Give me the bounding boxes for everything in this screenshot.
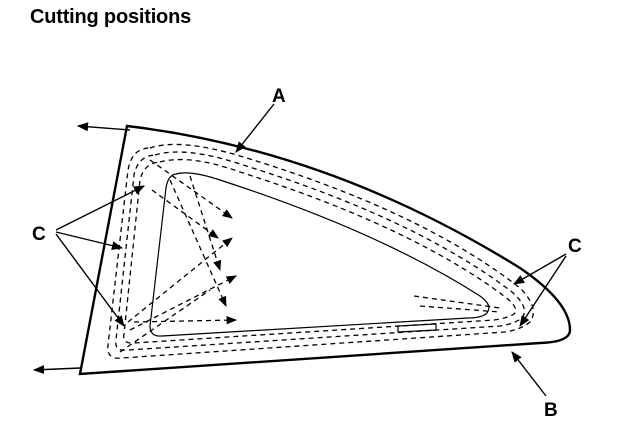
leader-a [235, 103, 275, 153]
lower-bracket [397, 323, 437, 333]
cutting-line-outer-2 [115, 151, 526, 351]
leader-c-left-1 [55, 185, 146, 231]
label-a: A [272, 86, 286, 107]
label-c-right: C [568, 236, 582, 257]
interior-cut-right-2 [419, 305, 501, 313]
interior-cut-7 [133, 316, 238, 325]
leader-c-right-2 [519, 255, 567, 327]
glass-outer-edge [78, 124, 572, 376]
cutting-line-outer-3 [123, 158, 517, 344]
interior-cut-1 [149, 159, 233, 219]
interior-cut-right-1 [413, 295, 501, 309]
interior-cut-5 [127, 237, 233, 323]
interior-cut-6 [129, 275, 237, 331]
leader-b [511, 351, 547, 397]
leader-c-left-2 [55, 231, 124, 250]
interior-cut-4 [189, 175, 222, 271]
pull-arrow-top [76, 122, 131, 132]
label-c-left: C [32, 224, 46, 245]
diagram-title: Cutting positions [30, 6, 192, 28]
leader-c-right-1 [513, 253, 567, 285]
pull-arrow-bottom [32, 365, 81, 375]
glass-inner-area [149, 172, 490, 337]
interior-cut-3 [169, 179, 227, 307]
interior-cut-8 [119, 289, 211, 353]
leader-c-left-3 [55, 233, 125, 327]
label-b: B [544, 400, 558, 421]
